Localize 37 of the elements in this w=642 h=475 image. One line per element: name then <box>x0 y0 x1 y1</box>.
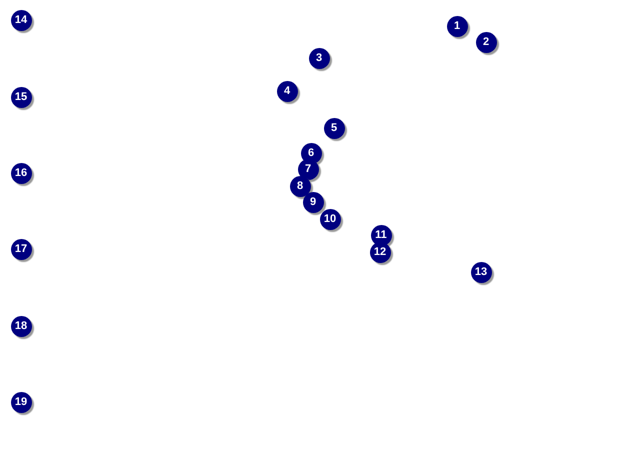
callout-circle <box>308 48 330 68</box>
callout-circle <box>10 10 32 30</box>
callout-number: 15 <box>14 92 28 102</box>
callout-circle <box>10 238 32 260</box>
callout-number: 10 <box>324 214 336 224</box>
callout-number: 12 <box>374 246 386 258</box>
callout-circle <box>324 118 344 138</box>
callout-number: 8 <box>296 180 304 192</box>
callout-number: 11 <box>375 230 387 240</box>
callout-number: 9 <box>310 196 316 208</box>
callout-circle <box>290 176 310 196</box>
callout-circle <box>10 316 32 336</box>
callout-circle <box>300 142 322 164</box>
callout-number: 5 <box>330 122 338 134</box>
callout-number: 16 <box>14 168 28 178</box>
callout-circle <box>370 242 390 262</box>
callout-circle <box>470 262 492 282</box>
callout-number: 17 <box>14 244 28 254</box>
callout-number: 7 <box>304 164 312 174</box>
callout-circle <box>476 32 496 52</box>
callout-number: 1 <box>454 20 460 32</box>
callout-number: 13 <box>474 266 488 278</box>
callout-number: 6 <box>308 148 314 158</box>
callout-number: 4 <box>284 86 290 96</box>
callout-circle <box>10 392 32 412</box>
callout-number: 18 <box>14 320 28 332</box>
callout-circle <box>370 224 392 246</box>
callout-circle <box>320 208 340 230</box>
callout-number: 3 <box>316 52 322 64</box>
callout-circle <box>276 80 298 102</box>
callout-circle <box>446 16 468 36</box>
callout-number: 2 <box>482 36 490 48</box>
callout-circle <box>302 192 324 212</box>
callout-number: 14 <box>14 14 28 26</box>
callout-number: 19 <box>14 396 28 408</box>
callout-circle <box>10 162 32 184</box>
callout-circle <box>10 86 32 108</box>
